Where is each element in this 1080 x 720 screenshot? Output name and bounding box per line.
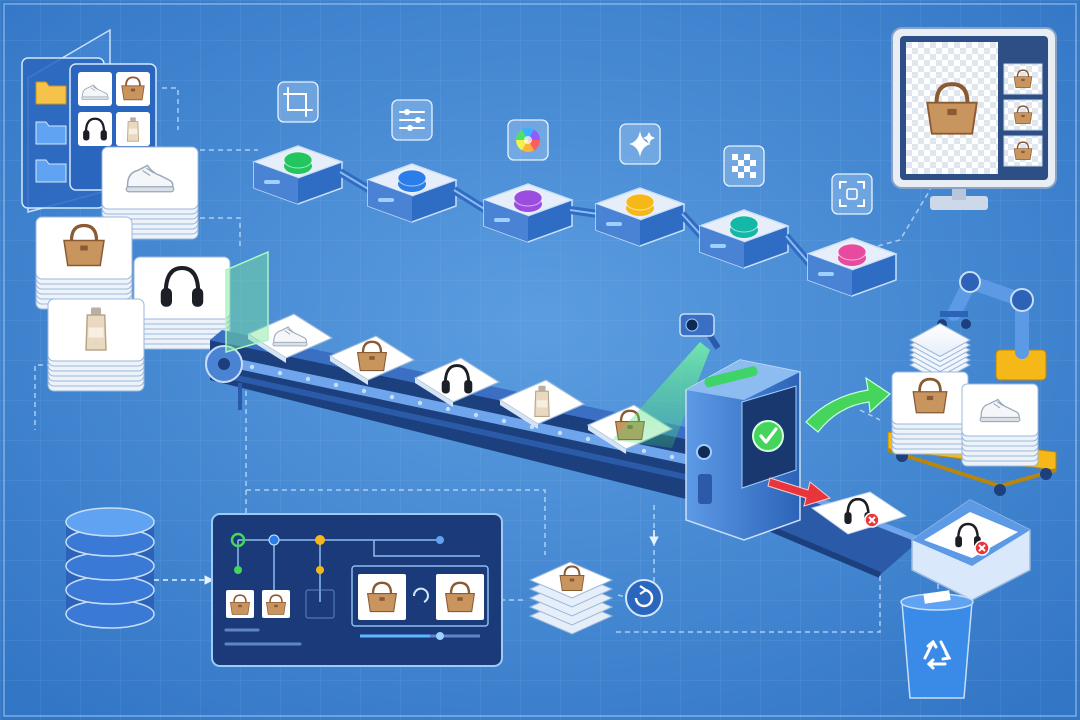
reject-arrow (767, 477, 832, 507)
database-icon (65, 507, 155, 629)
accepted-stack-sneaker (961, 383, 1039, 467)
scan-frame-icon (831, 173, 873, 215)
inspection-camera (612, 313, 721, 448)
processed-layer-stack (528, 561, 614, 635)
folder-icon (35, 159, 67, 183)
processing-stage-6 (806, 173, 898, 297)
processing-stages (252, 81, 898, 297)
recycle-bin (900, 590, 974, 699)
review-dashboard-panel (211, 513, 503, 667)
processing-stage-4 (594, 123, 686, 247)
inspection-machine (685, 359, 801, 541)
image-stack-handbag (35, 216, 133, 310)
check-icon (752, 420, 784, 452)
sliders-icon (391, 99, 433, 141)
accept-arrow (805, 376, 891, 433)
recycle-icon (923, 639, 952, 670)
checkerboard-icon (723, 145, 765, 187)
rejected-item (810, 491, 908, 535)
reject-box (911, 499, 1031, 601)
conveyor-item-handbag (328, 335, 416, 385)
image-stack-bottle (47, 298, 145, 392)
conveyor-item-sneaker (246, 313, 334, 363)
robotic-arm (937, 271, 1047, 381)
crop-icon (277, 81, 319, 123)
image-stacks (35, 146, 231, 392)
folder-icon (35, 81, 67, 105)
accepted-stacks (891, 371, 1039, 467)
processing-stage-1 (252, 81, 344, 205)
image-stack-headphones (133, 256, 231, 350)
accepted-stack-handbag (891, 371, 969, 455)
reject-icon (864, 512, 880, 528)
color-wheel-icon (507, 119, 549, 161)
processing-stage-2 (366, 99, 458, 223)
intake-scan-panel (225, 250, 269, 353)
source-folder-panel (21, 28, 157, 213)
conveyor-item-headphones (413, 357, 501, 407)
folder-icon (35, 121, 67, 145)
preview-monitor (891, 27, 1057, 210)
refresh-icon (625, 530, 663, 617)
processing-stage-5 (698, 145, 790, 269)
processing-stage-3 (482, 119, 574, 243)
sparkle-icon (619, 123, 661, 165)
conveyor-item-bottle (498, 379, 586, 429)
